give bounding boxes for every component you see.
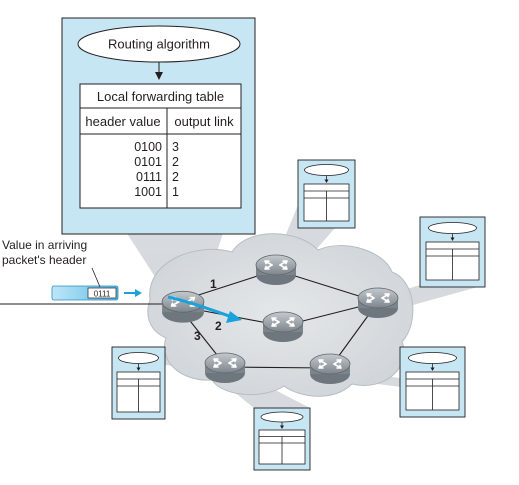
forwarding-table-title: Local forwarding table xyxy=(97,89,224,104)
mini-panel-oval xyxy=(304,164,349,176)
forwarding-table xyxy=(79,83,242,209)
mini-panel-far-right xyxy=(419,216,486,288)
row-header-value: 0100 xyxy=(134,140,162,154)
packet-header-value: 0111 xyxy=(94,290,111,299)
row-output-link: 1 xyxy=(172,185,179,199)
packet-label-line1: Value in arriving xyxy=(2,238,87,252)
mini-panel-arrowhead xyxy=(450,237,455,241)
row-header-value: 1001 xyxy=(134,185,162,199)
column-header-header-value: header value xyxy=(85,114,160,129)
mini-panel-oval xyxy=(408,352,457,364)
main-routing-panel: Routing algorithm Local forwarding table… xyxy=(61,17,256,235)
router-middle xyxy=(262,311,304,343)
router-bottom-left xyxy=(204,352,246,384)
mini-panel-oval xyxy=(428,222,477,234)
packet-label-line2: packet's header xyxy=(2,253,86,267)
mini-panel-oval xyxy=(260,411,304,423)
link-label-2: 2 xyxy=(215,319,222,333)
mini-panel-bottom-center xyxy=(253,407,311,471)
row-header-value: 0111 xyxy=(136,170,162,184)
column-header-output-link: output link xyxy=(174,114,234,129)
forwarding-arrowhead xyxy=(226,311,242,323)
packet-arrowhead xyxy=(135,289,142,297)
row-header-value: 0101 xyxy=(134,155,162,169)
mini-panel-arrowhead xyxy=(430,367,435,371)
link-label-3: 3 xyxy=(194,329,201,343)
row-output-link: 2 xyxy=(172,170,179,184)
arriving-packet: 0111 xyxy=(51,285,119,301)
row-output-link: 2 xyxy=(172,155,179,169)
router-bottom-right xyxy=(309,353,351,385)
mini-panel-top-right xyxy=(297,159,356,229)
router-top xyxy=(255,254,297,286)
mini-panel-arrowhead xyxy=(136,367,141,371)
router-right xyxy=(357,287,399,319)
forwarding-arrow xyxy=(167,295,233,319)
algorithm-to-table-arrowhead xyxy=(155,72,163,80)
packet-label-leader xyxy=(91,267,101,288)
mini-panel-oval xyxy=(118,352,159,364)
routing-algorithm-label: Routing algorithm xyxy=(108,37,210,52)
link-label-1: 1 xyxy=(210,277,217,291)
mini-panel-arrowhead xyxy=(324,179,329,183)
packet-header-box xyxy=(87,287,117,299)
row-output-link: 3 xyxy=(172,140,179,154)
mini-panel-bottom-right xyxy=(399,346,466,418)
mini-panel-left xyxy=(111,346,166,420)
mini-panel-arrowhead xyxy=(280,425,284,429)
mini-panels xyxy=(111,159,486,471)
